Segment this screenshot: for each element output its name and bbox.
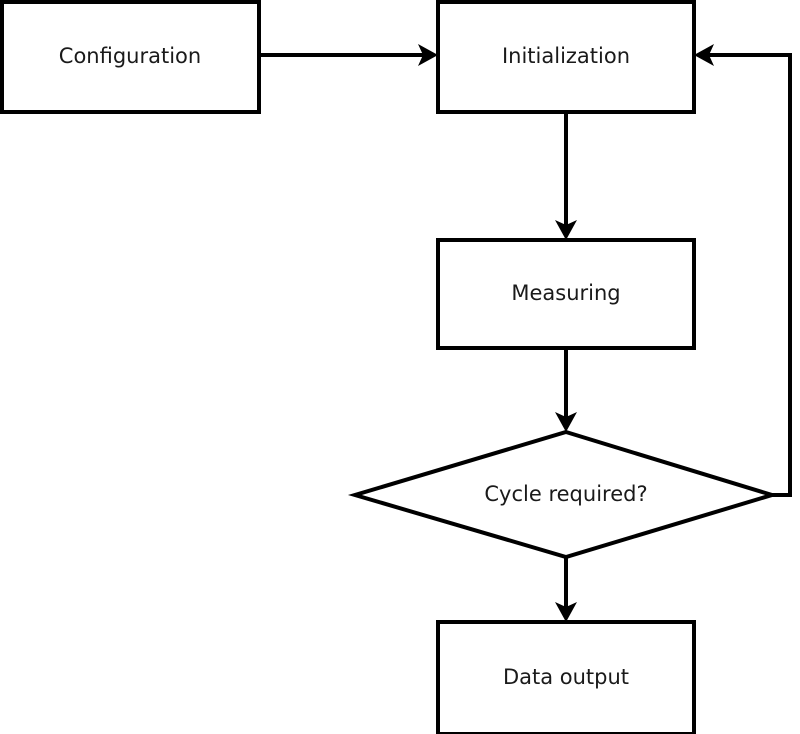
node-layer: Configuration Initialization Measuring C…: [0, 0, 779, 734]
node-shape-measuring[interactable]: [436, 238, 696, 350]
node-label-initialization: Initialization: [502, 44, 630, 68]
node-initialization[interactable]: Initialization: [436, 0, 696, 114]
edge-cycle-required-to-initialization-feedback: [694, 44, 792, 497]
edge-layer: [261, 44, 792, 622]
arrow-head-configuration-to-initialization: [418, 44, 438, 66]
edge-cycle-required-to-data-output: [555, 557, 577, 622]
arrow-head-measuring-to-cycle-required: [555, 412, 577, 432]
node-shape-initialization[interactable]: [436, 0, 696, 114]
arrow-head-cycle-required-to-data-output: [555, 602, 577, 622]
node-configuration[interactable]: Configuration: [0, 0, 261, 114]
node-shape-cycle-required[interactable]: [347, 429, 779, 560]
node-data-output[interactable]: Data output: [436, 620, 696, 734]
node-measuring[interactable]: Measuring: [436, 238, 696, 350]
node-label-measuring: Measuring: [511, 281, 620, 305]
node-cycle-required[interactable]: Cycle required?: [347, 429, 779, 560]
node-label-cycle-required: Cycle required?: [484, 482, 647, 506]
node-shape-configuration[interactable]: [0, 0, 261, 114]
node-label-configuration: Configuration: [59, 44, 201, 68]
arrow-head-initialization-to-measuring: [555, 220, 577, 240]
node-shape-data-output[interactable]: [436, 620, 696, 734]
node-label-data-output: Data output: [503, 665, 629, 689]
edge-configuration-to-initialization: [261, 44, 438, 66]
edge-measuring-to-cycle-required: [555, 348, 577, 432]
arrow-head-cycle-required-to-initialization-feedback: [694, 44, 714, 66]
edge-initialization-to-measuring: [555, 112, 577, 240]
edge-line-cycle-required-to-initialization-feedback: [698, 53, 792, 497]
